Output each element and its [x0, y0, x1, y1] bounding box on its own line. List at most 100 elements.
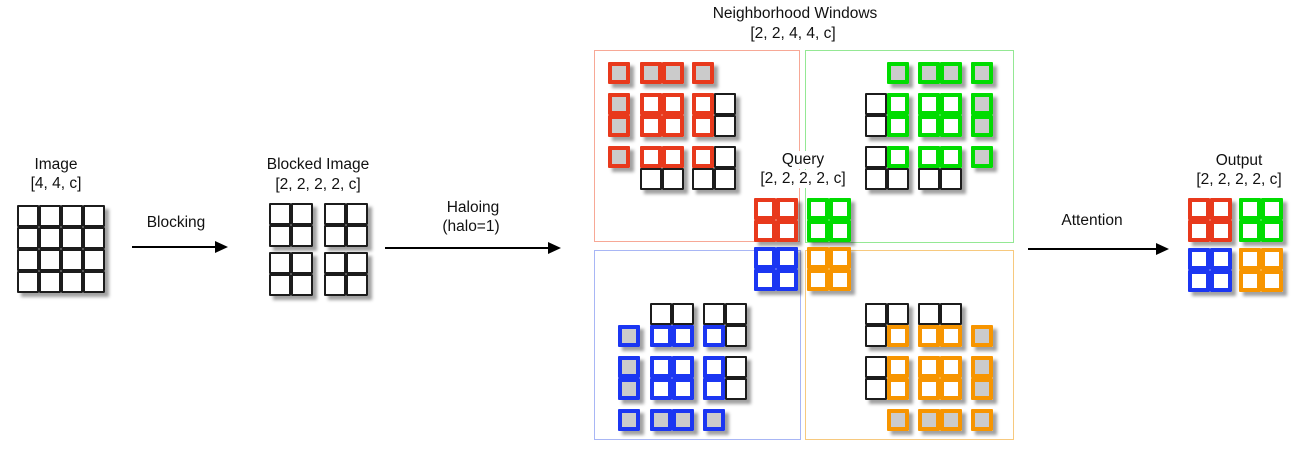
output-block-red	[1188, 198, 1232, 242]
orange-halo-corner-br-cell	[971, 409, 993, 431]
orange-halo-corner-bl	[887, 409, 909, 431]
blocked-block-tr-cell	[346, 203, 368, 225]
blocking-label: Blocking	[146, 214, 206, 231]
orange-halo-corner-bl-cell	[887, 409, 909, 431]
blue-halo-corner-bl-cell	[618, 409, 640, 431]
red-bottom-neighbor	[640, 146, 684, 190]
orange-halo-bottom	[918, 409, 962, 431]
window-box-red	[594, 50, 800, 242]
red-bottom-neighbor-cell	[640, 168, 662, 190]
image-grid-cell	[61, 249, 83, 271]
red-center-block	[640, 93, 684, 137]
blue-center-block-cell	[672, 378, 694, 400]
blocked-block-br	[324, 252, 368, 296]
blocked-image-title: Blocked Image	[266, 156, 370, 173]
blue-halo-corner-br	[703, 409, 725, 431]
blocked-block-br-cell	[324, 252, 346, 274]
output-block-blue-cell	[1210, 248, 1232, 270]
query-block-blue-cell	[754, 247, 776, 269]
red-center-block-cell	[640, 115, 662, 137]
red-halo-corner-bl	[608, 146, 630, 168]
blue-diag-neighbor-cell	[703, 303, 725, 325]
blue-top-neighbor-cell	[672, 325, 694, 347]
orange-diag-neighbor	[865, 303, 909, 347]
orange-halo-right-cell	[971, 356, 993, 378]
red-halo-corner-tl-cell	[608, 62, 630, 84]
query-block-green-cell	[829, 198, 851, 220]
query-block-red-cell	[776, 198, 798, 220]
halo-size-label: (halo=1)	[442, 218, 500, 235]
orange-top-neighbor-cell	[940, 303, 962, 325]
blue-top-neighbor-cell	[672, 303, 694, 325]
window-box-blue	[594, 250, 801, 440]
query-block-red-cell	[754, 198, 776, 220]
output-block-green-cell	[1261, 198, 1283, 220]
blue-top-neighbor	[650, 303, 694, 347]
output-block-orange-cell	[1239, 270, 1261, 292]
query-block-green-cell	[807, 220, 829, 242]
blue-diag-neighbor-cell	[725, 325, 747, 347]
attention-label: Attention	[1061, 212, 1123, 229]
blocked-block-br-cell	[346, 274, 368, 296]
blocked-block-bl	[269, 252, 313, 296]
green-diag-neighbor-cell	[865, 168, 887, 190]
red-center-block-cell	[640, 93, 662, 115]
image-grid-cell	[83, 227, 105, 249]
blocking-arrow	[132, 241, 228, 253]
window-box-orange	[805, 250, 1014, 440]
orange-diag-neighbor-cell	[887, 325, 909, 347]
query-block-orange-cell	[829, 247, 851, 269]
output-block-red-cell	[1210, 220, 1232, 242]
image-grid-cell	[61, 227, 83, 249]
green-center-block-cell	[918, 115, 940, 137]
image-grid-cell	[39, 271, 61, 293]
red-bottom-neighbor-cell	[640, 146, 662, 168]
image-grid-cell	[83, 271, 105, 293]
orange-halo-bottom-cell	[940, 409, 962, 431]
image-shape-label: [4, 4, c]	[30, 175, 82, 192]
red-center-block-cell	[662, 93, 684, 115]
green-halo-corner-br-cell	[971, 146, 993, 168]
blue-top-neighbor-cell	[650, 325, 672, 347]
neighborhood-title: Neighborhood Windows	[712, 5, 878, 22]
green-halo-top-cell	[918, 62, 940, 84]
orange-diag-neighbor-cell	[865, 325, 887, 347]
green-diag-neighbor-cell	[887, 168, 909, 190]
blocked-block-bl-cell	[269, 252, 291, 274]
blue-right-neighbor-cell	[725, 378, 747, 400]
blue-diag-neighbor-cell	[725, 303, 747, 325]
orange-halo-right-cell	[971, 378, 993, 400]
red-right-neighbor-cell	[692, 93, 714, 115]
green-left-neighbor-cell	[865, 93, 887, 115]
neighborhood-shape-label: [2, 2, 4, 4, c]	[750, 25, 836, 42]
output-block-red-cell	[1188, 198, 1210, 220]
green-center-block-cell	[918, 93, 940, 115]
green-halo-right	[971, 93, 993, 137]
red-diag-neighbor	[692, 146, 736, 190]
green-halo-right-cell	[971, 93, 993, 115]
orange-top-neighbor-cell	[940, 325, 962, 347]
output-block-green-cell	[1239, 220, 1261, 242]
red-right-neighbor-cell	[714, 115, 736, 137]
green-halo-top	[918, 62, 962, 84]
green-halo-corner-tl-cell	[887, 62, 909, 84]
blue-halo-left	[618, 356, 640, 400]
red-halo-corner-bl-cell	[608, 146, 630, 168]
image-grid-cell	[17, 205, 39, 227]
red-bottom-neighbor-cell	[662, 146, 684, 168]
red-right-neighbor-cell	[692, 115, 714, 137]
query-block-red-cell	[754, 220, 776, 242]
query-block-blue-cell	[776, 247, 798, 269]
query-block-green	[807, 198, 851, 242]
red-diag-neighbor-cell	[714, 146, 736, 168]
green-center-block-cell	[940, 115, 962, 137]
green-left-neighbor	[865, 93, 909, 137]
green-bottom-neighbor	[918, 146, 962, 190]
image-grid-cell	[83, 249, 105, 271]
query-title: Query	[778, 151, 828, 169]
orange-halo-corner-tr-cell	[971, 325, 993, 347]
image-grid	[17, 205, 105, 293]
blue-right-neighbor	[703, 356, 747, 400]
red-diag-neighbor-cell	[692, 146, 714, 168]
red-bottom-neighbor-cell	[662, 168, 684, 190]
